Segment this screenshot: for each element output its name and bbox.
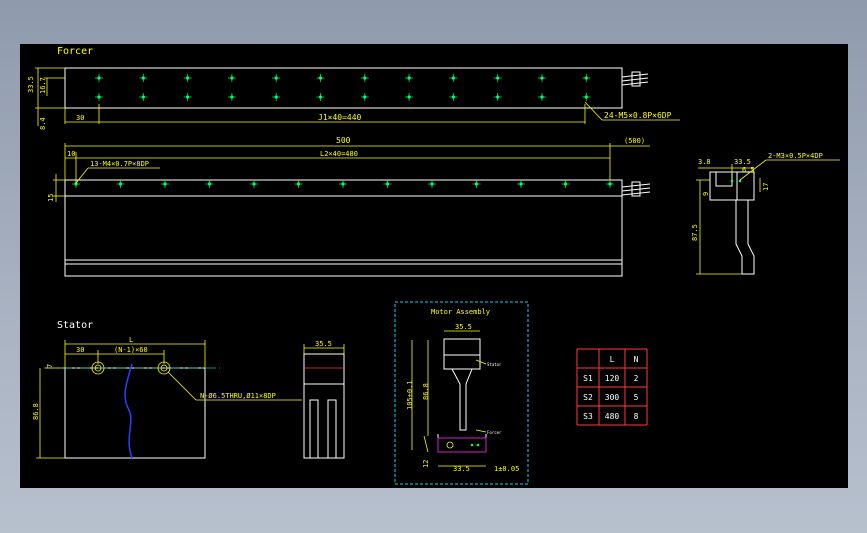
mounting-hole-icon (139, 74, 148, 82)
forcer-top-view: 33.5 16.7 8.4 30 J1×40=440 24-M5×0.8P×6D… (27, 67, 680, 130)
mounting-hole-icon (205, 180, 214, 188)
mounting-hole-icon (339, 180, 347, 188)
mounting-hole-icon (183, 74, 192, 82)
mounting-hole-icon (449, 93, 458, 101)
stator-title: Stator (57, 320, 93, 331)
mounting-hole-icon (139, 93, 148, 101)
dim-end-width: 33.5 (734, 158, 751, 166)
dim-stator-length: L (129, 336, 133, 344)
label-stator: Stator (487, 362, 502, 367)
dim-assembly-total: 105±0.1 (406, 380, 414, 410)
mounting-hole-icon (250, 180, 258, 188)
table-cell: S3 (583, 412, 593, 421)
forcer-title: Forcer (57, 46, 93, 57)
label-forcer: Forcer (487, 430, 502, 435)
mounting-hole-icon (405, 74, 414, 82)
dim-assembly-base: 12 (422, 460, 430, 468)
dim-forcer-bottom: 8.4 (39, 117, 47, 130)
dim-forcer-row: 16.7 (39, 77, 47, 94)
end-hole-callout: 2-M3×0.5P×4DP (768, 152, 823, 160)
dim-end-h1: 9 (702, 192, 710, 196)
dim-stator-height: 86.8 (32, 403, 40, 420)
mounting-hole-icon (272, 74, 281, 82)
forcer-top-hole-callout: 24-M5×0.8P×6DP (604, 111, 672, 120)
mounting-hole-icon (449, 74, 458, 82)
dim-forcer-left: 30 (76, 114, 84, 122)
drawing-canvas: Forcer 33.5 16.7 8.4 30 J1×40=440 24-M5×… (20, 44, 848, 488)
mounting-hole-icon (493, 93, 502, 101)
mounting-hole-icon (360, 93, 369, 101)
stator-section-view: 35.5 (303, 340, 345, 459)
table-header-cell: N (634, 355, 639, 364)
table-cell: 120 (605, 374, 620, 383)
stator-hole-callout: N-Ø6.5THRU,Ø11×8DP (200, 392, 276, 400)
dim-assembly-width: 35.5 (455, 323, 472, 331)
table-cell: S1 (583, 374, 593, 383)
dim-forcer-ref: (500) (624, 137, 645, 145)
table-cell: 5 (634, 393, 639, 402)
motor-assembly-panel: Motor Assembly 35.5 105±0.1 86.8 12 33.5… (394, 301, 529, 485)
dim-forcer-pitch: J1×40=440 (318, 113, 362, 122)
dim-section-width: 35.5 (315, 340, 332, 348)
mounting-hole-icon (405, 93, 414, 101)
cad-drawing: Forcer 33.5 16.7 8.4 30 J1×40=440 24-M5×… (27, 46, 840, 485)
mounting-hole-icon (538, 93, 546, 101)
stator-size-table: L N S1 120 2S2 300 5S3 480 8 (576, 348, 648, 426)
dim-stator-pitch: (N-1)×60 (114, 346, 148, 354)
mounting-hole-icon (272, 93, 281, 101)
mounting-hole-icon (116, 180, 125, 188)
forcer-side-hole-callout: 13-M4×0.7P×8DP (90, 160, 149, 168)
stator-front-view: L 30 (N-1)×60 7 86.8 N-Ø6.5THRU,Ø11×8DP (32, 336, 302, 459)
mounting-hole-icon (95, 74, 103, 82)
mounting-hole-icon (606, 180, 614, 188)
table-cell: 8 (634, 412, 639, 421)
mounting-hole-icon (227, 74, 236, 82)
cable-icon (621, 71, 649, 87)
dim-assembly-gap: 1±0.05 (494, 465, 519, 473)
dim-end-h2: 17 (762, 183, 770, 191)
table-cell: S2 (583, 393, 593, 402)
dim-forcer-total: 500 (336, 136, 351, 145)
table-cell: 480 (605, 412, 620, 421)
table-cell: 2 (634, 374, 639, 383)
dim-stator-offset: 7 (46, 364, 54, 368)
mounting-hole-icon (517, 180, 525, 188)
mounting-hole-icon (95, 93, 103, 101)
mounting-hole-icon (472, 180, 481, 188)
mounting-hole-icon (227, 93, 236, 101)
mounting-hole-icon (582, 93, 591, 101)
mounting-hole-icon (428, 180, 436, 188)
dim-stator-left: 30 (76, 346, 84, 354)
mounting-hole-icon (183, 93, 192, 101)
break-line-icon (124, 363, 133, 459)
dim-forcer-side: 15 (47, 194, 55, 202)
dim-end-height: 87.5 (691, 224, 699, 241)
mounting-hole-icon (582, 74, 591, 82)
mounting-hole-icon (316, 93, 325, 101)
dim-assembly-stator: 86.8 (422, 383, 430, 400)
dim-forcer-side-pitch: L2×40=480 (320, 150, 358, 158)
table-cell: 300 (605, 393, 620, 402)
dim-assembly-bottom: 33.5 (453, 465, 470, 473)
dim-forcer-edge: 10 (67, 150, 75, 158)
mounting-hole-icon (538, 74, 546, 82)
dim-end-left: 3.8 (698, 158, 711, 166)
forcer-end-view: 33.5 6.5 3.8 2-M3×0.5P×4DP 9 87.5 17 (691, 152, 840, 275)
mounting-hole-icon (360, 74, 369, 82)
motor-assembly-title: Motor Assembly (431, 308, 490, 316)
mounting-hole-icon (294, 180, 303, 188)
forcer-side-view: 500 (500) 10 L2×40=480 13-M4×0.7P×8DP 15 (47, 136, 651, 277)
mounting-hole-icon (161, 180, 169, 188)
dim-end-inner: 6.5 (742, 166, 755, 174)
mounting-hole-icon (383, 180, 392, 188)
table-header-cell: L (610, 355, 615, 364)
mounting-hole-icon (493, 74, 502, 82)
mounting-hole-icon (316, 74, 325, 82)
mounting-hole-icon (561, 180, 570, 188)
cable-icon (621, 181, 651, 197)
dim-forcer-height: 33.5 (27, 76, 35, 93)
